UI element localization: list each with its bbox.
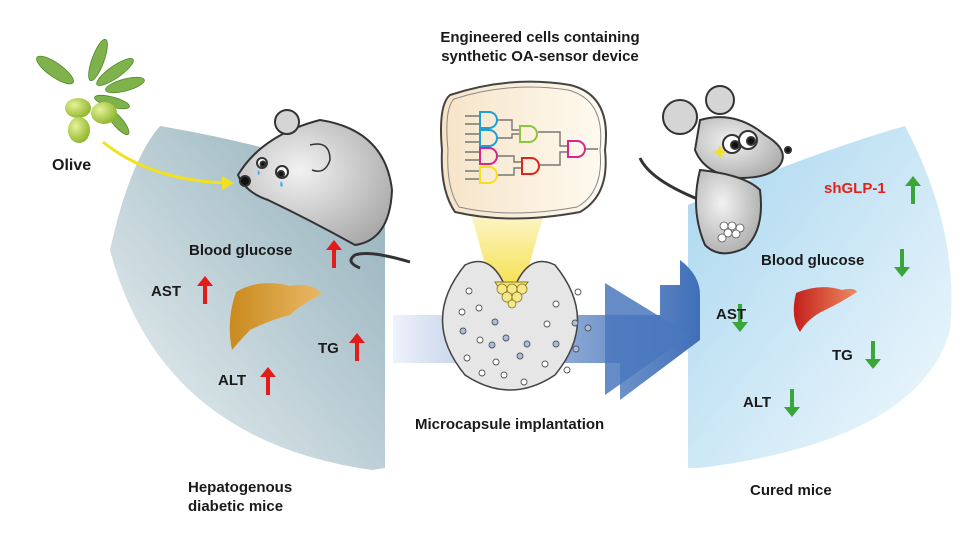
cured-mouse-icon [638,85,792,255]
right-marker-tg: TG [832,347,853,364]
gate-green [519,125,538,143]
gate-yellow [479,166,498,184]
left-arrow-up-icon [260,367,276,395]
right-arrow-down-icon [732,304,748,332]
right-marker-ast: AST [716,306,746,323]
left-caption-line-1: Hepatogenous [188,479,293,496]
microcapsule [441,260,592,391]
title-line-2: synthetic OA-sensor device [441,48,639,65]
right-caption: Cured mice [750,482,832,499]
gate-magenta-2 [567,140,586,158]
sick-mouse-icon [236,109,411,270]
logic-circuit [465,115,598,180]
left-arrow-up-icon [349,333,365,361]
right-arrow-up-icon [905,176,921,204]
gate-blue-2 [479,129,498,147]
feeding-arrow [102,140,226,185]
liver-diseased-icon [229,283,322,350]
left-marker-tg: TG [318,340,339,357]
left-marker-blood-glucose: Blood glucose [189,242,293,259]
engineered-cell [440,80,607,220]
right-arrow-down-icon [894,249,910,277]
olive-branch-icon [36,38,145,143]
right-arrow-down-icon [784,389,800,417]
title: Engineered cells containing synthetic OA… [400,28,680,66]
gate-red [521,157,540,175]
gate-blue-1 [479,111,498,129]
left-arrow-up-icon [326,240,342,268]
left-caption-line-2: diabetic mice [188,498,284,515]
gate-magenta-1 [479,147,498,165]
center-caption: Microcapsule implantation [415,416,605,433]
liver-healthy-icon [793,287,857,332]
right-marker-alt: ALT [743,394,772,411]
left-arrow-up-icon [197,276,213,304]
left-marker-alt: ALT [218,372,247,389]
olive-label: Olive [52,157,92,174]
right-marker-shglp1: shGLP-1 [824,180,886,197]
left-marker-ast: AST [151,283,181,300]
right-marker-blood-glucose: Blood glucose [761,252,865,269]
right-arrow-down-icon [865,341,881,369]
left-caption: Hepatogenous diabetic mice [188,478,292,516]
title-line-1: Engineered cells containing [440,29,640,46]
